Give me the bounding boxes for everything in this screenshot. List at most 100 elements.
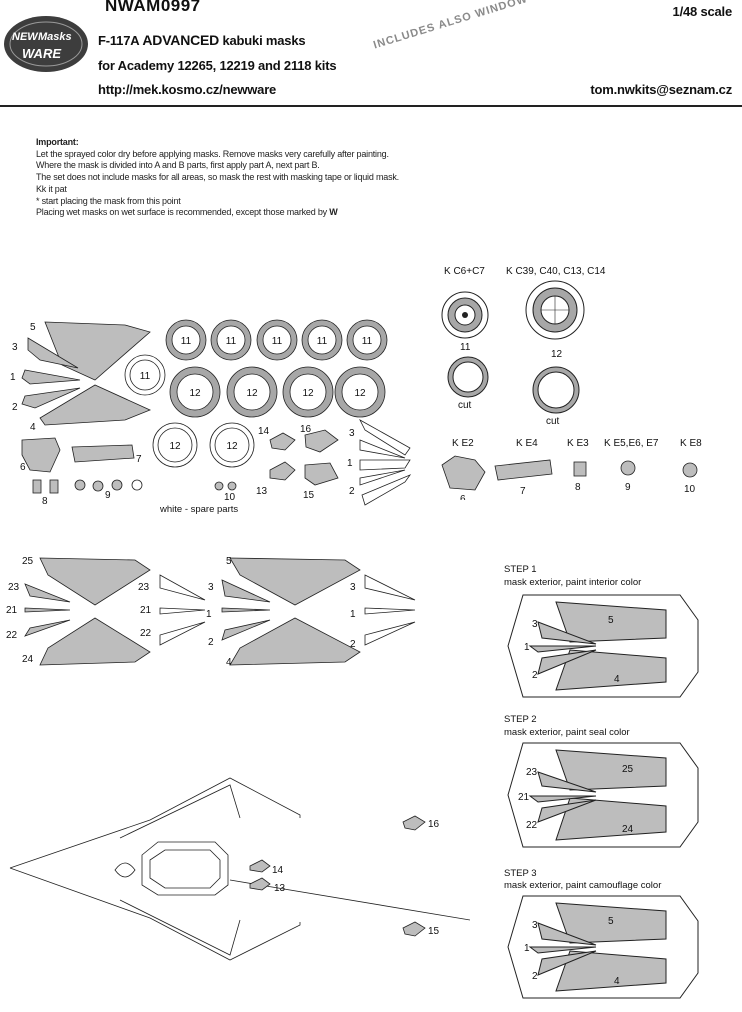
seal-label: 23 bbox=[138, 582, 150, 593]
wheel-11-label: 11 bbox=[181, 336, 192, 347]
aircraft-part-label: 13 bbox=[274, 883, 286, 894]
large-wheel-diagram bbox=[525, 280, 585, 340]
ke-code: K E8 bbox=[680, 438, 702, 449]
ke-code: K E3 bbox=[567, 438, 589, 449]
wheel-11-label: 11 bbox=[226, 336, 237, 347]
header-divider bbox=[0, 105, 742, 107]
step1-part: 3 bbox=[532, 619, 538, 630]
wheel-11-label: 11 bbox=[272, 336, 283, 347]
canopy-label: 5 bbox=[226, 556, 232, 567]
seal-label: 22 bbox=[140, 628, 152, 639]
ke-num: 6 bbox=[460, 494, 466, 500]
kit-compat: for Academy 12265, 12219 and 2118 kits bbox=[98, 58, 337, 73]
contact-email[interactable]: tom.nwkits@seznam.cz bbox=[590, 82, 732, 97]
spare-parts-label: white - spare parts bbox=[159, 504, 238, 515]
seal-label: 24 bbox=[22, 654, 34, 665]
step1-part: 4 bbox=[614, 674, 620, 685]
part-label: 2 bbox=[349, 486, 355, 497]
step2-part: 24 bbox=[622, 824, 634, 835]
step2-part: 21 bbox=[518, 792, 530, 803]
ke-num: 9 bbox=[625, 482, 631, 493]
step3-part: 2 bbox=[532, 971, 538, 982]
logo-text-3: WARE bbox=[22, 46, 61, 61]
part-label: 1 bbox=[10, 372, 16, 383]
note-line: * start placing the mask from this point bbox=[36, 195, 181, 206]
kc-small-label: K C6+C7 bbox=[444, 266, 485, 277]
step2-desc: mask exterior, paint seal color bbox=[504, 727, 630, 738]
mask-sheet: 11 11 11 11 11 11 12 12 12 12 12 12 5 3 … bbox=[10, 319, 412, 515]
note-line: The set does not include masks for all a… bbox=[36, 172, 399, 183]
note-line: Let the sprayed color dry before applyin… bbox=[36, 148, 389, 159]
ke-code: K E2 bbox=[452, 438, 474, 449]
step2-part: 22 bbox=[526, 820, 538, 831]
small-wheel-num: 11 bbox=[460, 342, 471, 353]
seal-label: 21 bbox=[140, 605, 152, 616]
wheel-11-label: 11 bbox=[362, 336, 373, 347]
part-label: 15 bbox=[303, 490, 315, 501]
wet-symbol-icon: W bbox=[329, 207, 338, 218]
ke-code: K E4 bbox=[516, 438, 538, 449]
step3-desc: mask exterior, paint camouflage color bbox=[504, 880, 661, 891]
part-label: 10 bbox=[224, 492, 236, 503]
ke-num: 7 bbox=[520, 486, 526, 497]
ke-code: K E5,E6, E7 bbox=[604, 438, 659, 449]
step2-title: STEP 2 bbox=[504, 714, 537, 725]
step2-part: 25 bbox=[622, 764, 634, 775]
canopy-label: 2 bbox=[350, 639, 356, 650]
aircraft-part-label: 14 bbox=[272, 865, 284, 876]
step2-part: 23 bbox=[526, 767, 538, 778]
part-label: 2 bbox=[12, 402, 18, 413]
title-main: ADVANCED bbox=[142, 32, 220, 48]
part-label: 1 bbox=[347, 458, 353, 469]
aircraft-outline: 16 14 13 15 bbox=[9, 777, 470, 961]
kc-large-label: K C39, C40, C13, C14 bbox=[506, 266, 606, 277]
notes-title: Important: bbox=[36, 137, 79, 147]
logo-text-1: NEW bbox=[12, 31, 39, 43]
seal-canopy-sets: 25 23 21 22 24 23 21 22 5 3 1 2 4 3 1 2 bbox=[6, 556, 416, 668]
product-code: NWAM0997 bbox=[105, 0, 201, 15]
part-label: 8 bbox=[42, 496, 48, 507]
step3-part: 1 bbox=[524, 943, 530, 954]
seal-label: 23 bbox=[8, 582, 20, 593]
wet-note-text: Placing wet masks on wet surface is reco… bbox=[36, 207, 327, 218]
instructions-block: Important: Let the sprayed color dry bef… bbox=[36, 137, 399, 219]
wheel-12-label: 12 bbox=[189, 388, 201, 399]
step3-part: 3 bbox=[532, 920, 538, 931]
seal-masks-stamp: INCLUDES ALSO WINDOW SEALS MASKS bbox=[372, 0, 620, 52]
part-label: 7 bbox=[136, 454, 142, 465]
wheel-12-spare-label: 12 bbox=[226, 441, 238, 452]
note-line: Where the mask is divided into A and B p… bbox=[36, 160, 320, 171]
canopy-label: 1 bbox=[350, 609, 356, 620]
part-label: 13 bbox=[256, 486, 268, 497]
canopy-label: 4 bbox=[226, 657, 232, 668]
ke-num: 10 bbox=[684, 484, 696, 495]
part-label: 14 bbox=[258, 426, 270, 437]
wheel-reference: K C6+C7 K C39, C40, C13, C14 11 12 cut c… bbox=[441, 266, 702, 500]
canopy-label: 3 bbox=[350, 582, 356, 593]
step1-desc: mask exterior, paint interior color bbox=[504, 577, 641, 588]
wheel-12-label: 12 bbox=[354, 388, 366, 399]
product-title: F-117A ADVANCED kabuki masks bbox=[98, 32, 306, 48]
step3-part: 5 bbox=[608, 916, 614, 927]
seal-label: 21 bbox=[6, 605, 18, 616]
large-wheel-num: 12 bbox=[551, 349, 563, 360]
wheel-12-label: 12 bbox=[246, 388, 258, 399]
wheel-11-spare-label: 11 bbox=[140, 371, 151, 382]
part-label: 5 bbox=[30, 322, 36, 333]
step1-part: 5 bbox=[608, 615, 614, 626]
cut-label: cut bbox=[546, 416, 560, 427]
canopy-label: 2 bbox=[208, 637, 214, 648]
title-prefix: F-117A bbox=[98, 33, 139, 48]
note-line: Kk it pat bbox=[36, 183, 67, 194]
wheel-11-label: 11 bbox=[317, 336, 328, 347]
website-url[interactable]: http://mek.kosmo.cz/newware bbox=[98, 82, 277, 97]
steps-column: STEP 1 mask exterior, paint interior col… bbox=[504, 564, 699, 999]
step3-title: STEP 3 bbox=[504, 868, 537, 879]
step3-part: 4 bbox=[614, 976, 620, 987]
aircraft-part-label: 16 bbox=[428, 819, 440, 830]
wheel-12-spare-label: 12 bbox=[169, 441, 181, 452]
part-label: 16 bbox=[300, 424, 312, 435]
title-suffix: kabuki masks bbox=[222, 33, 306, 48]
part-label: 6 bbox=[20, 462, 26, 473]
small-wheel-diagram bbox=[441, 291, 489, 339]
